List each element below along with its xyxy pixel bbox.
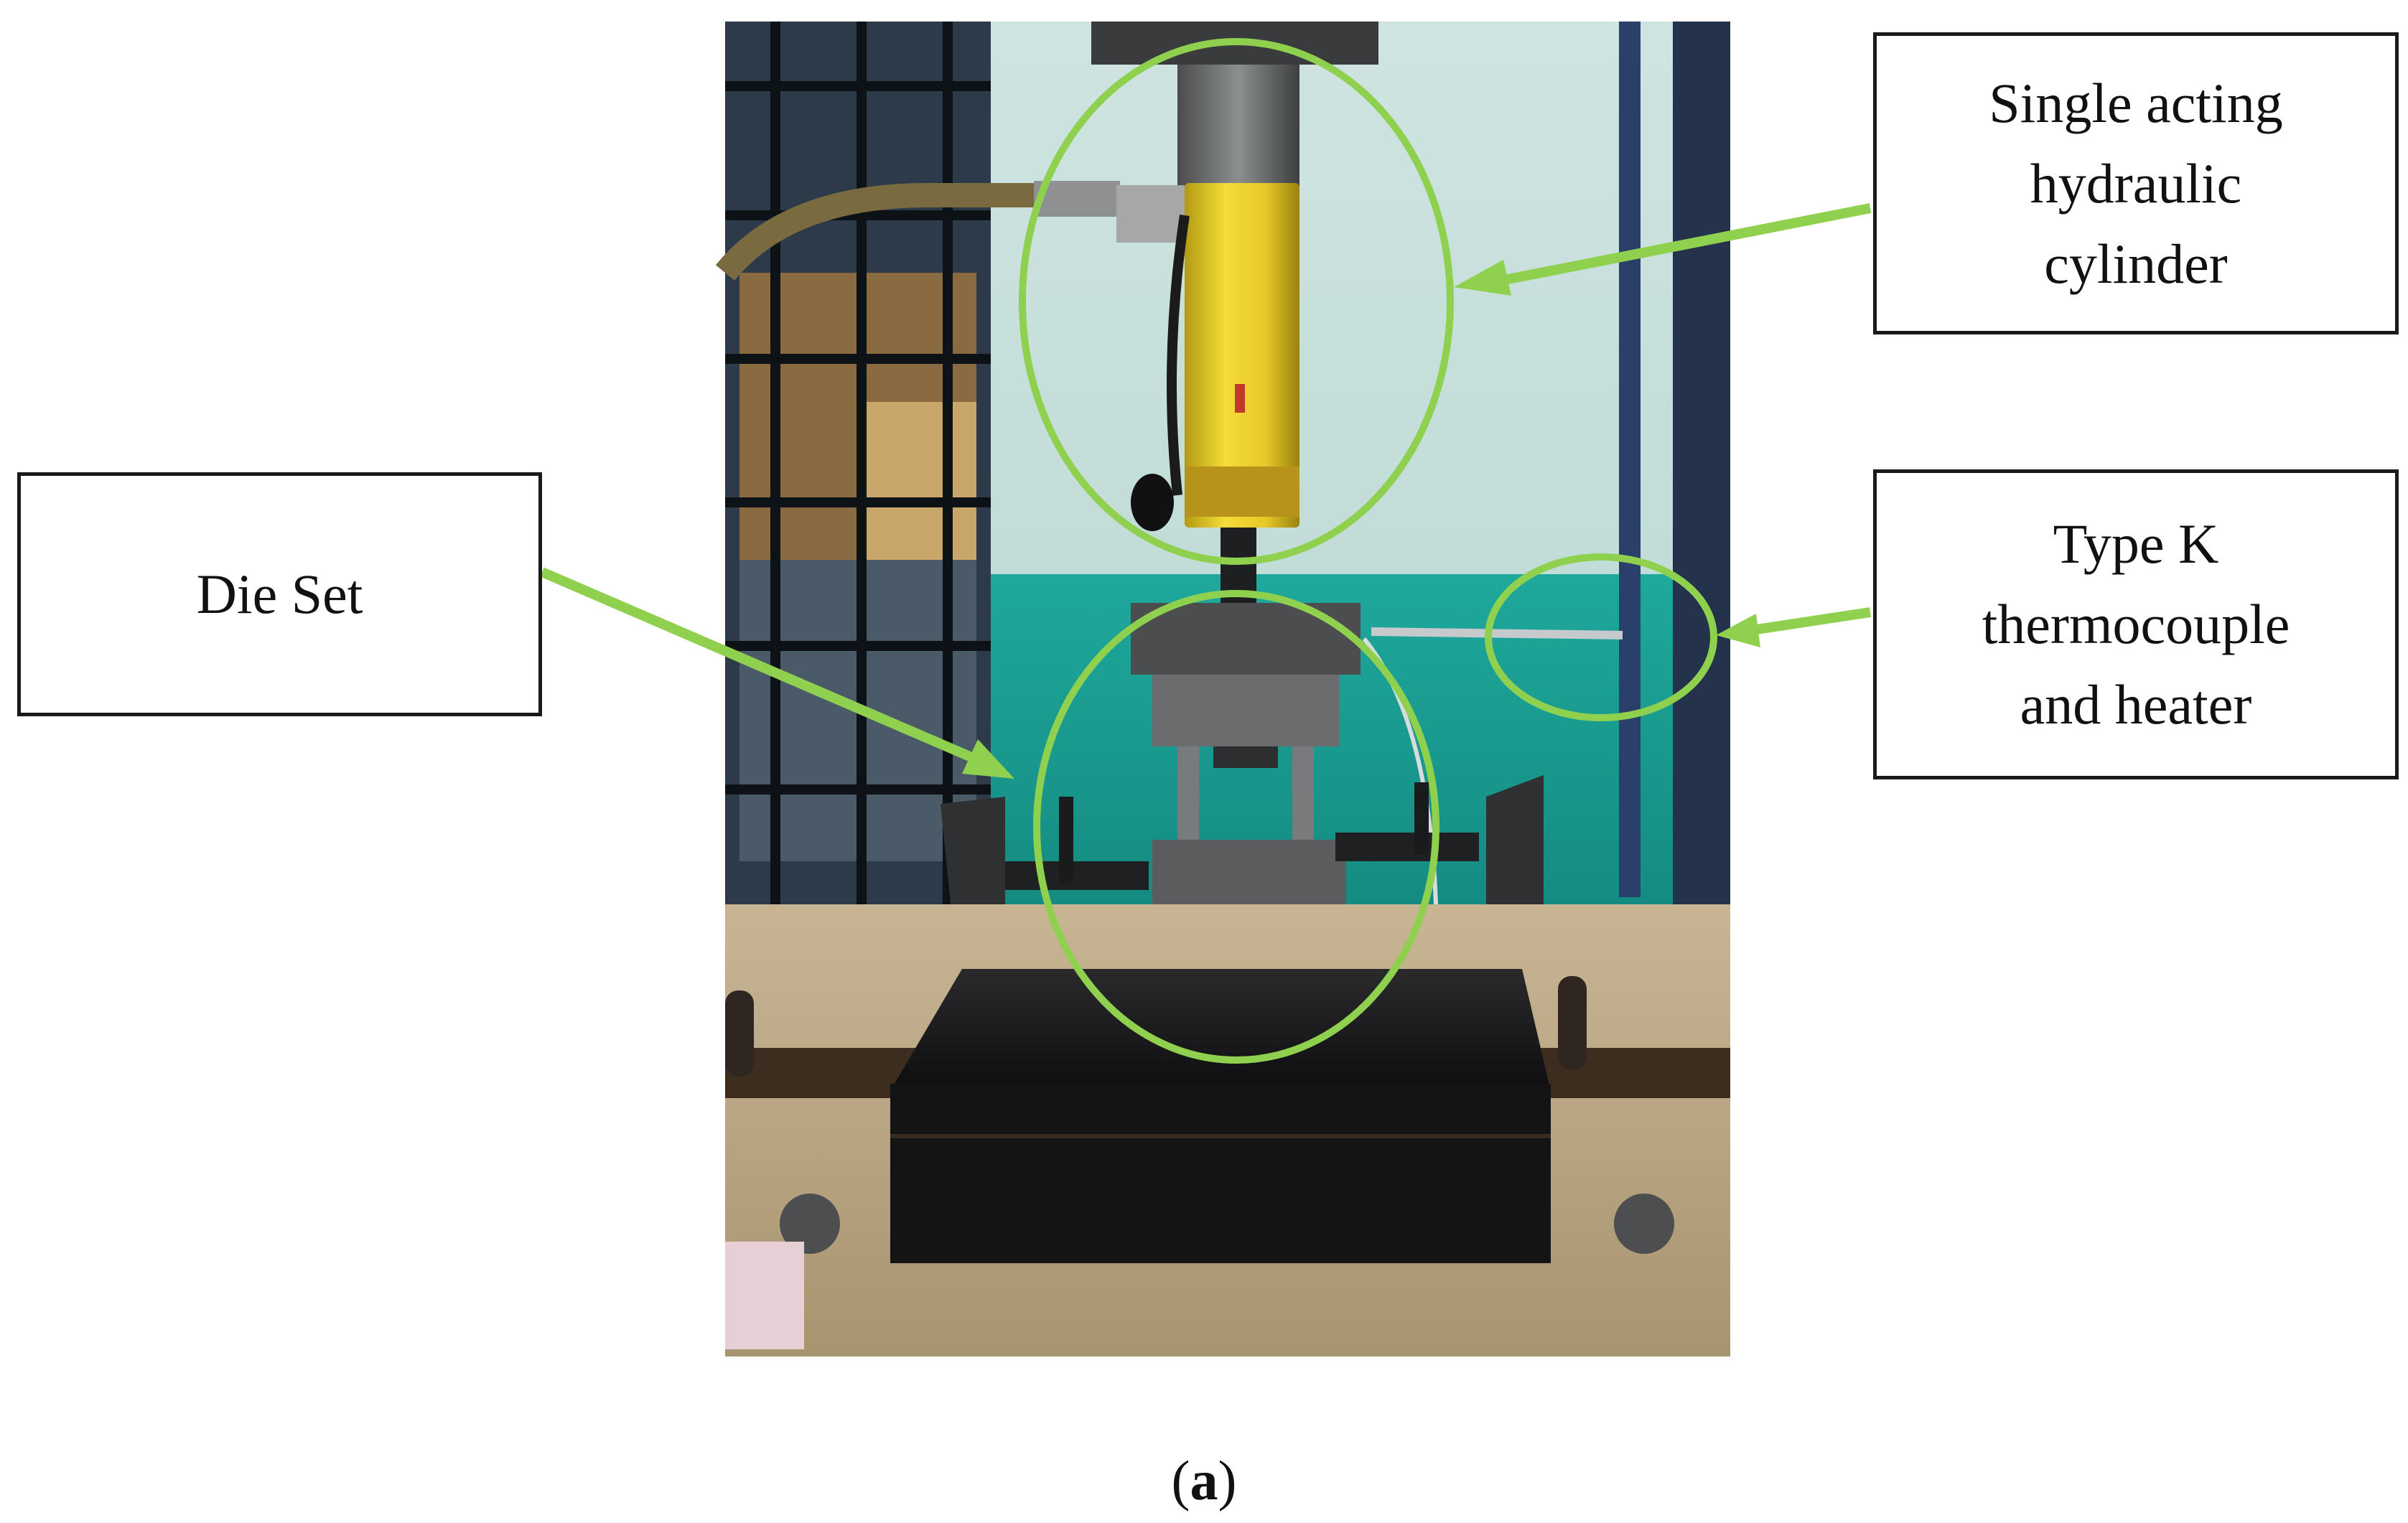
- window-grid: [725, 22, 991, 919]
- label-type-k-thermocouple-and-heater: Type K thermocouple and heater: [1873, 469, 2399, 779]
- label-line: and heater: [2020, 673, 2252, 736]
- arrow-thermo-head: [1716, 614, 1760, 647]
- caption-close-paren: ): [1218, 1449, 1237, 1512]
- highlight-thermocouple: [1485, 553, 1717, 721]
- highlight-cylinder: [1019, 38, 1454, 565]
- wall-conduit: [1619, 22, 1641, 897]
- arrow-cylinder-head: [1454, 260, 1511, 296]
- arrow-thermo-line: [1750, 607, 1872, 635]
- sticker: [725, 1242, 804, 1349]
- arrows: [540, 203, 1872, 779]
- wall-edge: [1673, 22, 1730, 919]
- figure-caption: (a): [1132, 1448, 1276, 1513]
- caption-open-paren: (: [1171, 1449, 1190, 1512]
- base-plate: [890, 969, 1551, 1091]
- base-block: [890, 1084, 1551, 1263]
- hydraulic-hose: [715, 182, 1034, 281]
- machine-photo: [715, 22, 1730, 1356]
- die-upper-plate: [1131, 603, 1361, 675]
- label-line: cylinder: [2044, 232, 2228, 295]
- highlight-die-set: [1033, 590, 1439, 1064]
- clamp-right: [1486, 775, 1544, 926]
- label-single-acting-hydraulic-cylinder: Single acting hydraulic cylinder: [1873, 32, 2399, 334]
- highlight-overlays: [1019, 38, 1717, 1064]
- arrow-cylinder-line: [1492, 203, 1872, 287]
- heater-wire: [1371, 627, 1623, 639]
- caption-letter: a: [1190, 1449, 1218, 1512]
- yellow-cylinder: [1185, 183, 1299, 528]
- bolt-right: [1614, 1194, 1674, 1254]
- bolt-left: [780, 1194, 840, 1254]
- label-die-set: Die Set: [17, 472, 542, 716]
- label-line: thermocouple: [1982, 593, 2290, 655]
- arrow-dieset-head: [962, 739, 1014, 779]
- label-line: hydraulic: [2030, 151, 2242, 215]
- label-line: Type K: [2053, 512, 2219, 575]
- label-line: Die Set: [196, 563, 363, 625]
- label-line: Single acting: [1989, 71, 2283, 134]
- arrow-dieset-line: [540, 567, 979, 764]
